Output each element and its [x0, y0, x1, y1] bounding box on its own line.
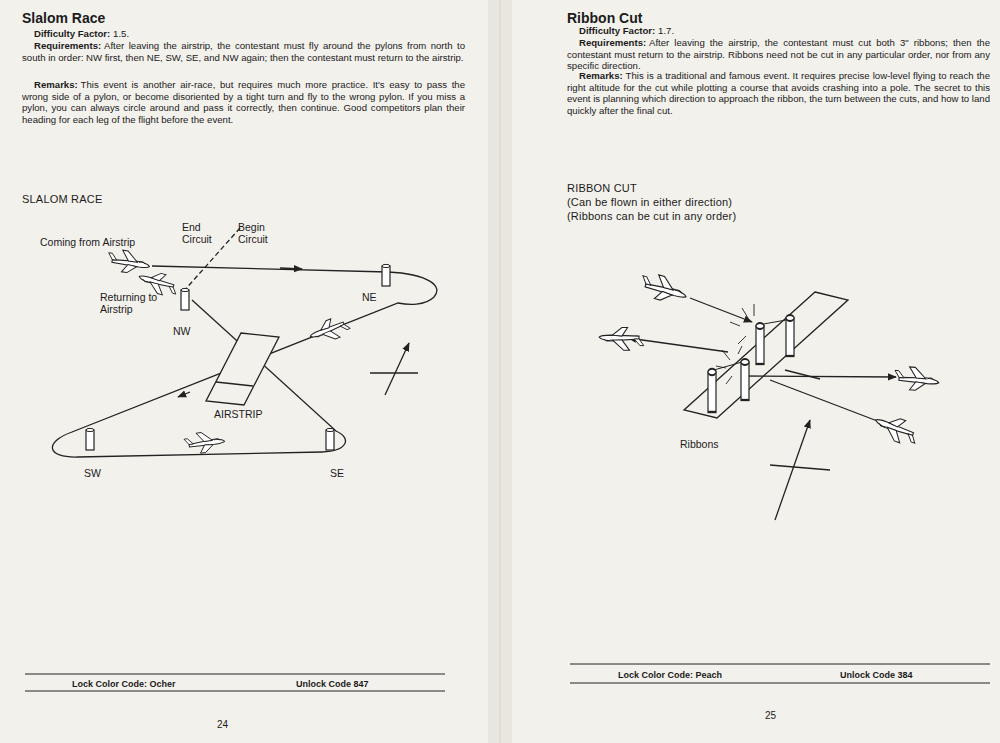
label-text: SLALOM RACE: [22, 193, 102, 205]
course-label: Coming from Airstrip: [40, 236, 170, 248]
page-number: 25: [765, 710, 795, 722]
diagram-note: (Can be flown in either direction): [567, 196, 867, 209]
label-text: Lock Color Code: Peach: [618, 670, 722, 680]
unlock-code: Unlock Code 847: [296, 679, 446, 690]
lock-color-code: Lock Color Code: Peach: [618, 670, 818, 681]
label-text: Unlock Code 847: [296, 679, 369, 689]
course-label: Begin Circuit: [238, 221, 284, 245]
page-number: 24: [217, 719, 247, 731]
pylon-label: NE: [362, 291, 392, 303]
pylon-label: NW: [173, 325, 203, 337]
label-text: Ribbon Cut: [567, 10, 642, 26]
label-text: This event is another air-race, but requ…: [22, 79, 465, 125]
page-heading: Ribbon Cut: [567, 10, 867, 27]
difficulty-line: Difficulty Factor:1.5.: [34, 28, 454, 40]
label-text: Begin Circuit: [238, 221, 268, 245]
label-text: 24: [217, 719, 228, 730]
label-text: Returning to Airstrip: [100, 291, 157, 315]
label-text: 25: [765, 710, 776, 721]
label-text: (Ribbons can be cut in any order): [567, 210, 736, 222]
remarks-paragraph: Remarks:This is a traditional and famous…: [567, 70, 990, 117]
diagram-note: (Ribbons can be cut in any order): [567, 210, 867, 223]
page-heading: Slalom Race: [22, 10, 322, 27]
label-text: 1.7.: [658, 25, 674, 36]
label-text: This is a traditional and famous event. …: [567, 70, 990, 116]
label-text: RIBBON CUT: [567, 182, 637, 194]
bold-lead: Requirements:: [34, 40, 101, 51]
bold-lead: Difficulty Factor:: [579, 25, 655, 36]
bold-lead: Remarks:: [579, 70, 623, 81]
label-text: AIRSTRIP: [214, 408, 262, 420]
label-text: Coming from Airstrip: [40, 236, 135, 248]
lock-color-code: Lock Color Code: Ocher: [72, 679, 272, 690]
label-text: 1.5.: [113, 28, 129, 39]
bold-lead: Remarks:: [34, 79, 78, 90]
label-text: End Circuit: [182, 221, 212, 245]
label-text: Ribbons: [680, 438, 719, 450]
difficulty-line: Difficulty Factor:1.7.: [579, 25, 979, 37]
requirements-paragraph: Requirements:After leaving the airstrip,…: [567, 37, 990, 72]
pylon-label: SW: [84, 467, 114, 479]
course-label: Returning to Airstrip: [100, 291, 170, 315]
unlock-code: Unlock Code 384: [840, 670, 990, 681]
remarks-paragraph: Remarks:This event is another air-race, …: [22, 79, 465, 126]
label-text: NW: [173, 325, 191, 337]
bold-lead: Requirements:: [579, 37, 646, 48]
requirements-paragraph: Requirements:After leaving the airstrip,…: [22, 40, 465, 63]
airstrip-label: AIRSTRIP: [214, 408, 294, 420]
diagram-title: RIBBON CUT: [567, 182, 867, 195]
label-text: NE: [362, 291, 377, 303]
label-text: (Can be flown in either direction): [567, 196, 732, 208]
label-text: SW: [84, 467, 101, 479]
label-text: Unlock Code 384: [840, 670, 913, 680]
ribbons-label: Ribbons: [680, 438, 760, 450]
course-label: End Circuit: [182, 221, 224, 245]
label-text: Slalom Race: [22, 10, 105, 26]
label-text: SE: [330, 467, 344, 479]
label-text: Lock Color Code: Ocher: [72, 679, 176, 689]
diagram-title: SLALOM RACE: [22, 193, 222, 206]
pylon-label: SE: [330, 467, 360, 479]
bold-lead: Difficulty Factor:: [34, 28, 110, 39]
